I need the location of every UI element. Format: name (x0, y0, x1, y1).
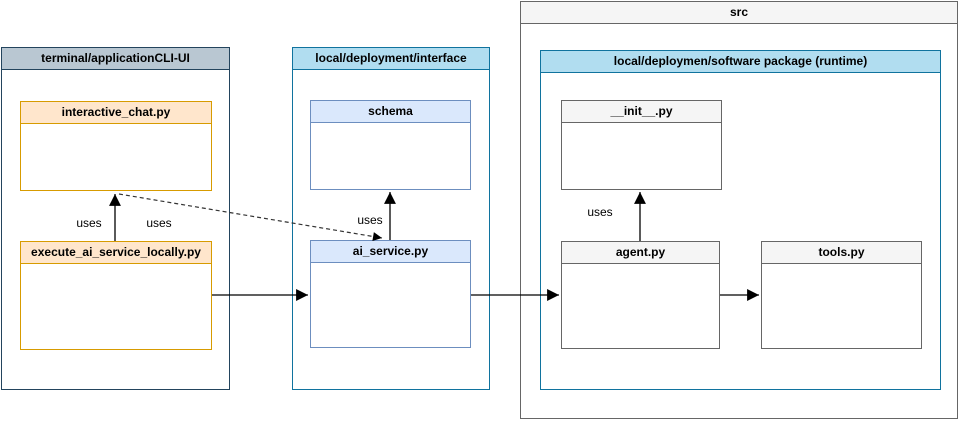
container-runtime-package-title: local/deploymen/software package (runtim… (541, 51, 940, 73)
container-terminal-title: terminal/applicationCLI-UI (2, 48, 229, 70)
node-init-py-title: __init__.py (562, 101, 721, 123)
edge-label-ai-service-uses-schema: uses (355, 213, 385, 227)
node-schema-title: schema (311, 101, 470, 123)
node-tools-py-title: tools.py (762, 242, 921, 264)
node-interactive-chat: interactive_chat.py (20, 101, 212, 191)
node-execute-ai-service-locally: execute_ai_service_locally.py (20, 241, 212, 350)
node-schema: schema (310, 100, 471, 190)
node-execute-ai-service-locally-title: execute_ai_service_locally.py (21, 242, 211, 264)
node-tools-py: tools.py (761, 241, 922, 349)
container-src-title: src (521, 2, 957, 24)
edge-label-execute-uses-chat: uses (74, 216, 104, 230)
node-ai-service-title: ai_service.py (311, 241, 470, 263)
node-init-py: __init__.py (561, 100, 722, 190)
edge-label-chat-uses-ai-service: uses (144, 216, 174, 230)
node-interactive-chat-title: interactive_chat.py (21, 102, 211, 124)
node-agent-py-title: agent.py (562, 242, 719, 264)
node-ai-service: ai_service.py (310, 240, 471, 348)
edge-label-agent-uses-init: uses (585, 205, 615, 219)
container-interface-title: local/deployment/interface (293, 48, 489, 70)
node-agent-py: agent.py (561, 241, 720, 349)
